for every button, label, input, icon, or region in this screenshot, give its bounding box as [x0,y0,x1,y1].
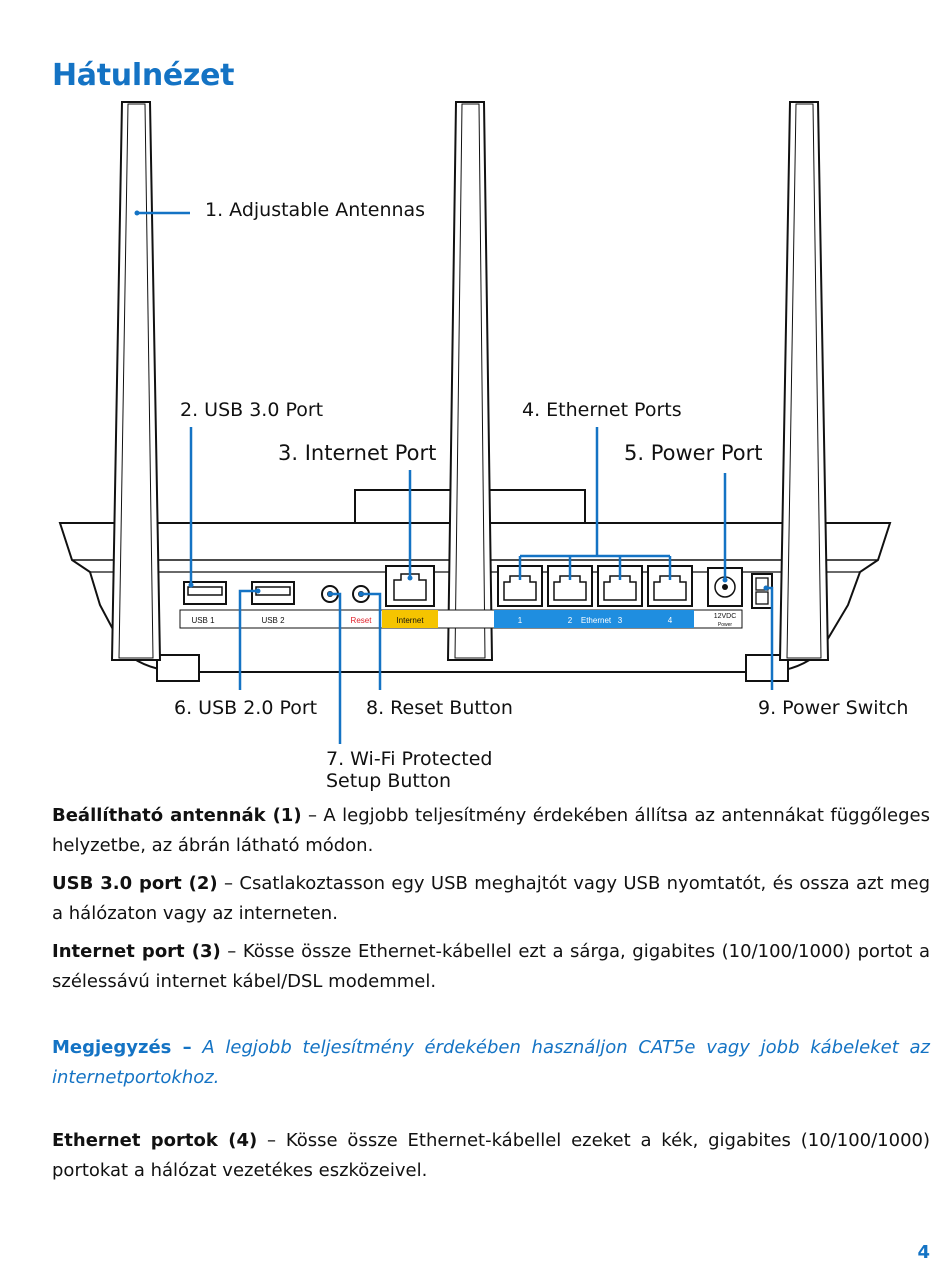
paragraph-ethernet: Ethernet portok (4) – Kösse össze Ethern… [52,1126,930,1186]
paragraph-internet-text: – Kösse össze Ethernet-kábellel ezt a sá… [52,941,930,992]
leader-dots [134,210,769,597]
callout-power-port: 5. Power Port [624,441,763,465]
ethernet-label-bg [494,610,694,628]
paragraph-internet-heading: Internet port (3) [52,941,221,962]
eth1-label: 1 [518,616,523,625]
paragraph-antennas-heading: Beállítható antennák (1) [52,805,302,826]
usb2-label: USB 2 [261,616,285,625]
callout-reset: 8. Reset Button [366,697,513,719]
note-text: A legjobb teljesítmény érdekében használ… [52,1037,930,1088]
paragraph-antennas: Beállítható antennák (1) – A legjobb tel… [52,801,930,861]
antenna-right [778,101,830,661]
callout-internet-port: 3. Internet Port [278,441,437,465]
callout-power-switch: 9. Power Switch [758,697,909,719]
callout-wps: 7. Wi-Fi Protected Setup Button [326,748,526,792]
paragraph-ethernet-text: – Kösse össze Ethernet-kábellel ezeket a… [52,1130,931,1181]
eth3-label: 3 [618,616,623,625]
paragraph-ethernet-heading: Ethernet portok (4) [52,1130,258,1151]
left-foot [156,654,200,682]
paragraph-usb3: USB 3.0 port (2) – Csatlakoztasson egy U… [52,869,930,929]
router-rear-diagram: USB 1 USB 2 Reset Internet 1 2 Ethernet … [58,101,892,744]
paragraph-internet: Internet port (3) – Kösse össze Ethernet… [52,937,930,997]
eth2-label: 2 [568,616,573,625]
antenna-center [446,101,494,661]
internet-label-bg [382,610,438,628]
callout-wps-line2: Setup Button [326,770,451,792]
reset-label: Reset [351,616,373,625]
eth-word-label: Ethernet [581,616,612,625]
callout-antennas: 1. Adjustable Antennas [205,199,426,221]
paragraph-usb3-heading: USB 3.0 port (2) [52,873,218,894]
power-volt-label: 12VDC [714,613,737,620]
note-heading: Megjegyzés – [52,1037,192,1058]
eth4-label: 4 [668,616,673,625]
page-title: Hátulnézet [52,58,235,93]
internet-label: Internet [396,616,424,625]
callout-usb2: 6. USB 2.0 Port [174,697,318,719]
callout-usb3: 2. USB 3.0 Port [180,399,324,421]
paragraph-usb3-text: – Csatlakoztasson egy USB meghajtót vagy… [52,873,930,924]
usb1-label: USB 1 [191,616,215,625]
note-paragraph: Megjegyzés – A legjobb teljesítmény érde… [52,1033,930,1093]
power-word-label: Power [718,622,733,628]
page-number: 4 [917,1242,930,1263]
paragraph-antennas-text: – A legjobb teljesítmény érdekében állít… [52,805,930,856]
antenna-left [110,101,162,661]
callout-wps-line1: 7. Wi-Fi Protected [326,748,493,770]
callout-ethernet-ports: 4. Ethernet Ports [522,399,682,421]
